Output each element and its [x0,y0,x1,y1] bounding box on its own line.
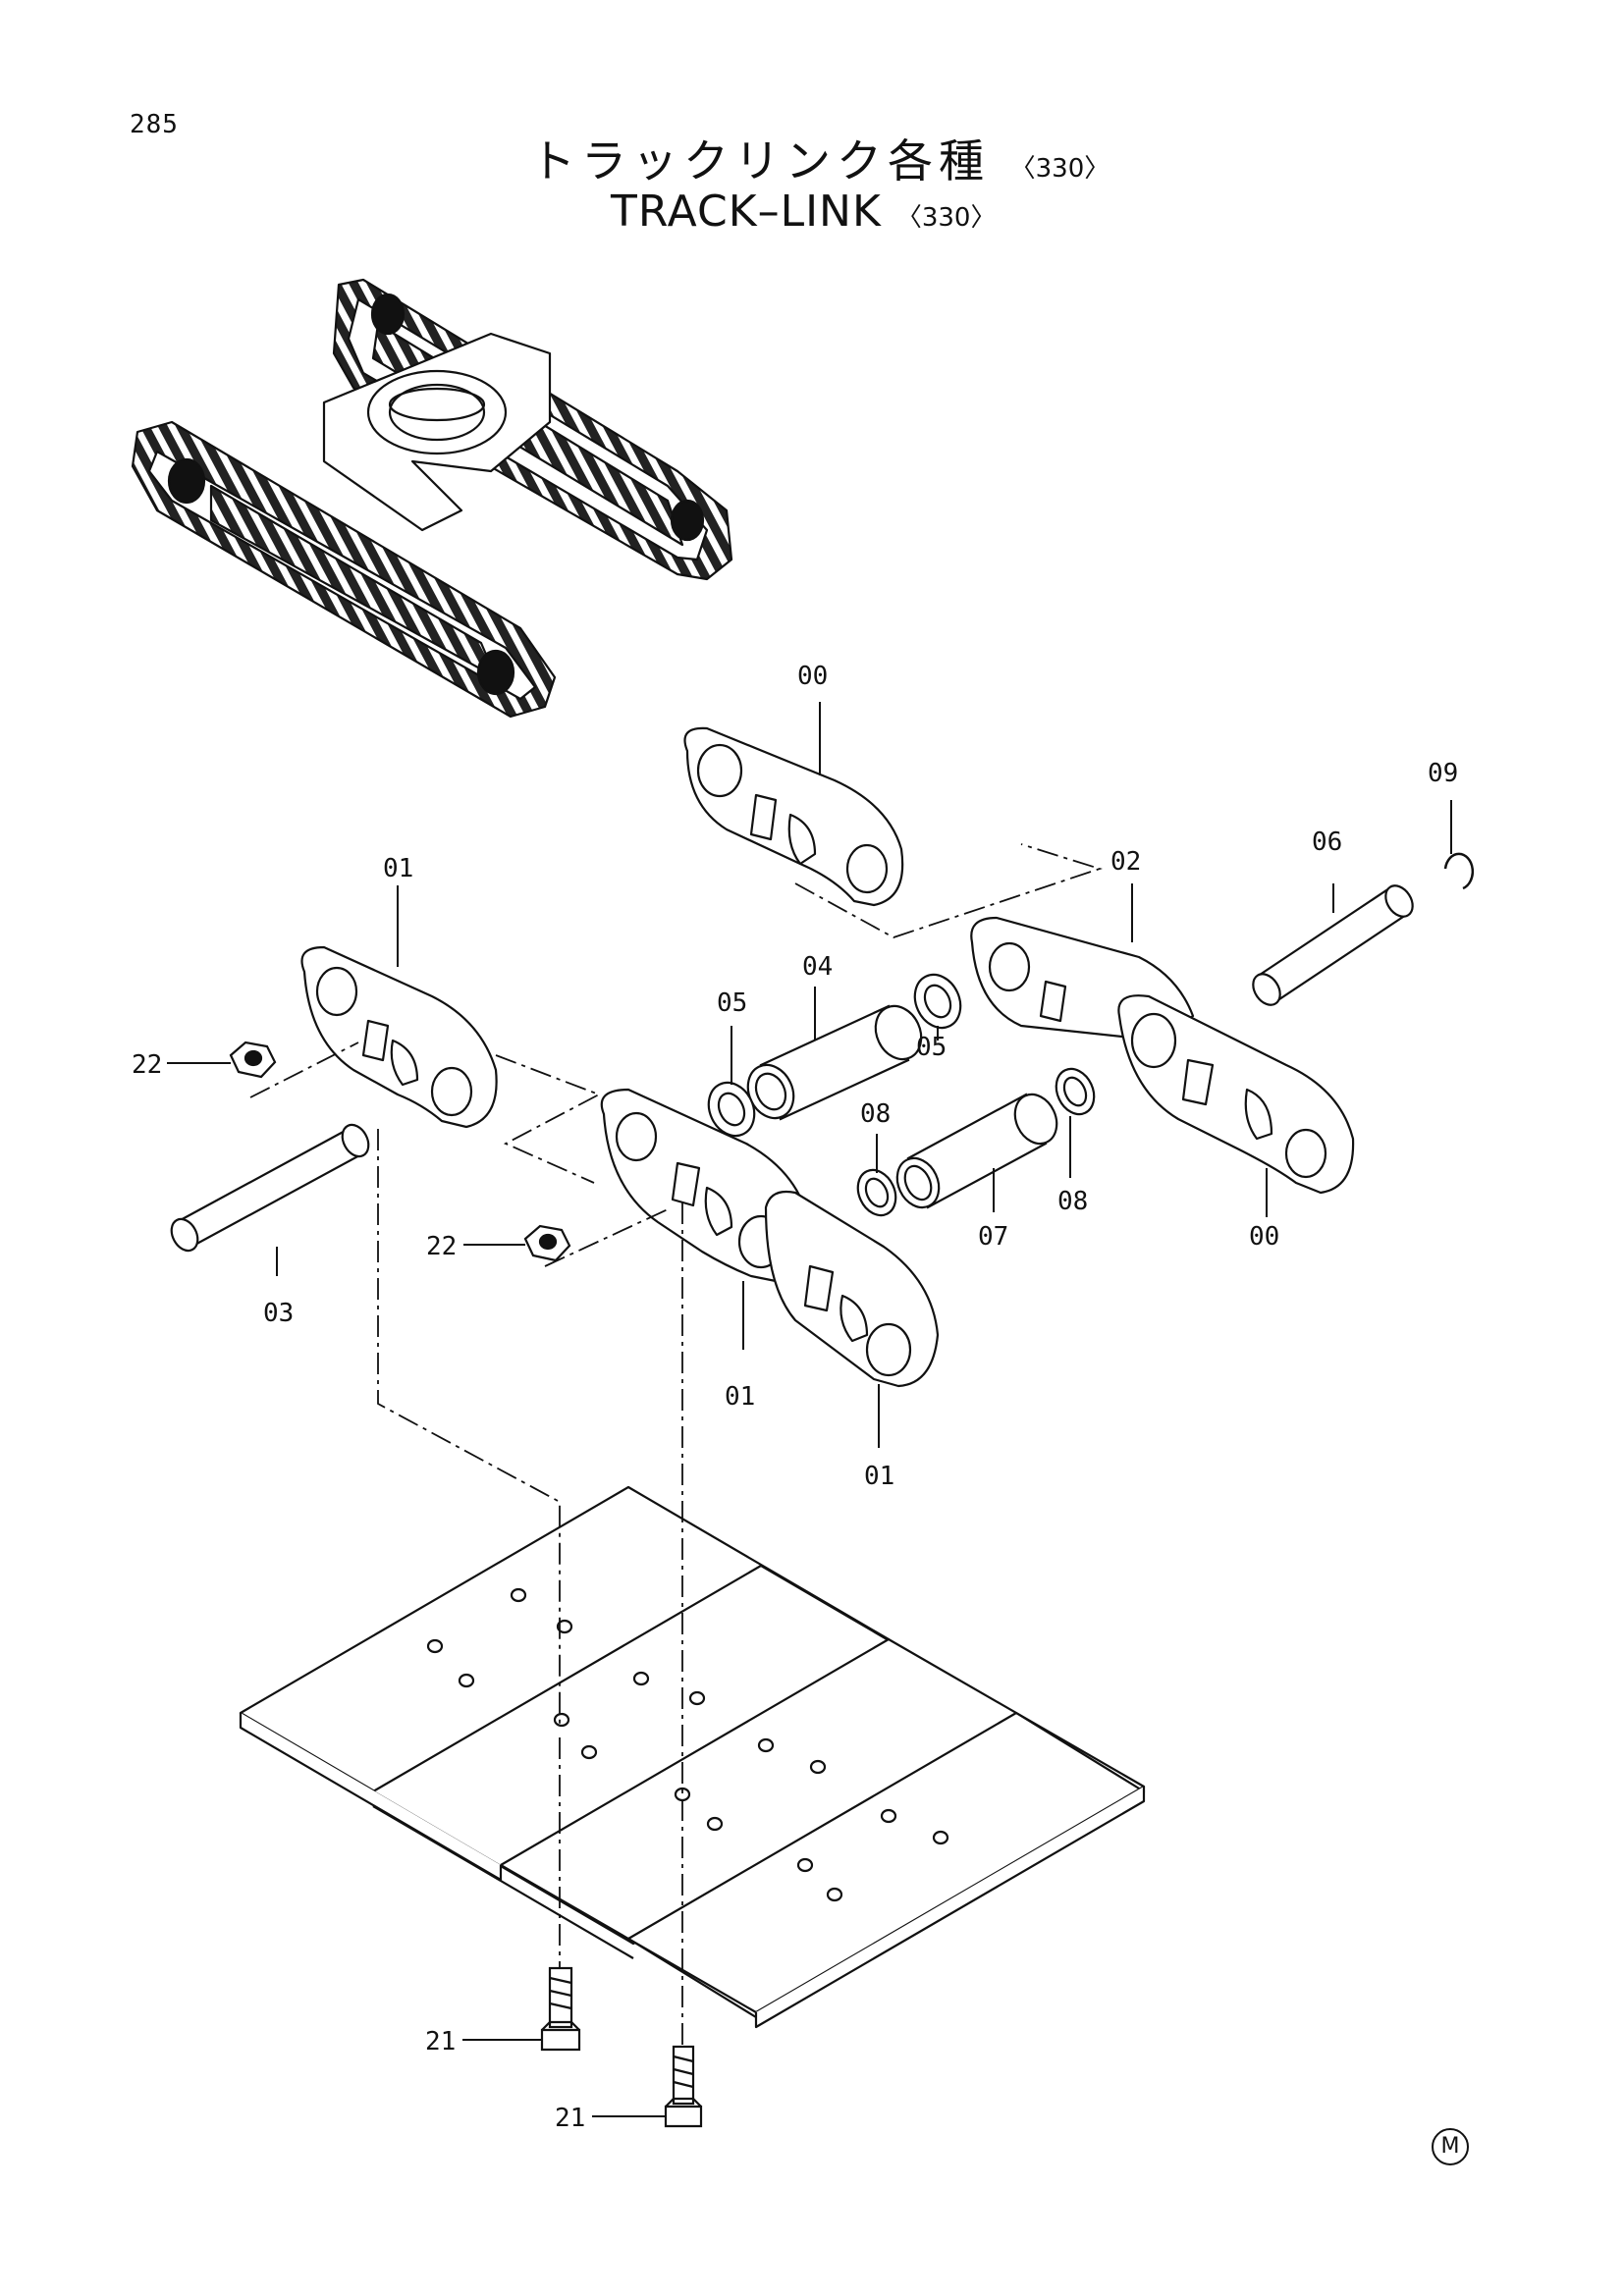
callout-04: 04 [802,952,833,982]
nut-22-lower [523,1224,571,1262]
track-shoe-plates [239,1485,1146,2029]
callout-labels: 00 09 06 02 01 04 05 05 22 22 08 08 07 0… [132,662,1458,2133]
bushing-07 [895,1093,1058,1209]
bushing-04 [746,1004,923,1121]
page-number: 285 [130,110,179,139]
seal-08-right [1055,1067,1096,1116]
callout-06: 06 [1312,828,1342,857]
callout-01-left: 01 [383,854,413,883]
title-en-text: TRACK–LINK [611,187,882,237]
pin-06 [1252,884,1414,1006]
track-link-01-middle [600,1088,812,1283]
title-jp-code: 〈330〉 [1009,154,1110,184]
callout-21-left: 21 [425,2027,456,2056]
track-link-01-front [764,1190,940,1388]
manufacturer-mark: M [1432,2128,1469,2165]
callout-22-upper: 22 [132,1050,162,1080]
leader-lines [167,702,1452,2117]
pin-03 [170,1123,370,1253]
callout-08-right: 08 [1057,1187,1088,1216]
callout-05-left: 05 [717,988,747,1018]
callout-01-front: 01 [864,1462,894,1491]
track-link-00-right [1117,994,1355,1195]
seal-05-left [707,1081,756,1138]
callout-05-right: 05 [916,1033,947,1062]
track-link-00-top [683,726,904,907]
undercarriage-overview-illustration [131,278,733,719]
title-jp-text: トラックリンク各種 [530,134,990,187]
callout-22-lower: 22 [426,1232,457,1261]
track-link-01-left [300,945,498,1129]
callout-09: 09 [1428,759,1458,788]
callout-01-middle: 01 [725,1382,755,1412]
shoe-bolt-holes [426,1587,949,1902]
bolt-21-right [664,2045,703,2128]
bolt-21-left [540,1966,581,2052]
callout-00-top: 00 [797,662,828,691]
title-en-code: 〈330〉 [895,203,997,233]
callout-00-right: 00 [1249,1222,1279,1252]
title-japanese: トラックリンク各種 〈330〉 [530,126,1110,190]
seal-08-left [856,1168,897,1217]
callout-03: 03 [263,1299,294,1328]
snap-ring-09 [1443,852,1475,890]
callout-08-left: 08 [860,1099,891,1129]
assembly-centerlines [249,843,1103,2047]
callout-02: 02 [1110,847,1141,877]
nut-22-upper [229,1041,277,1079]
callout-21-right: 21 [555,2104,585,2133]
title-english: TRACK–LINK 〈330〉 [611,187,996,237]
seal-05-right [913,973,962,1030]
callout-07: 07 [978,1222,1008,1252]
